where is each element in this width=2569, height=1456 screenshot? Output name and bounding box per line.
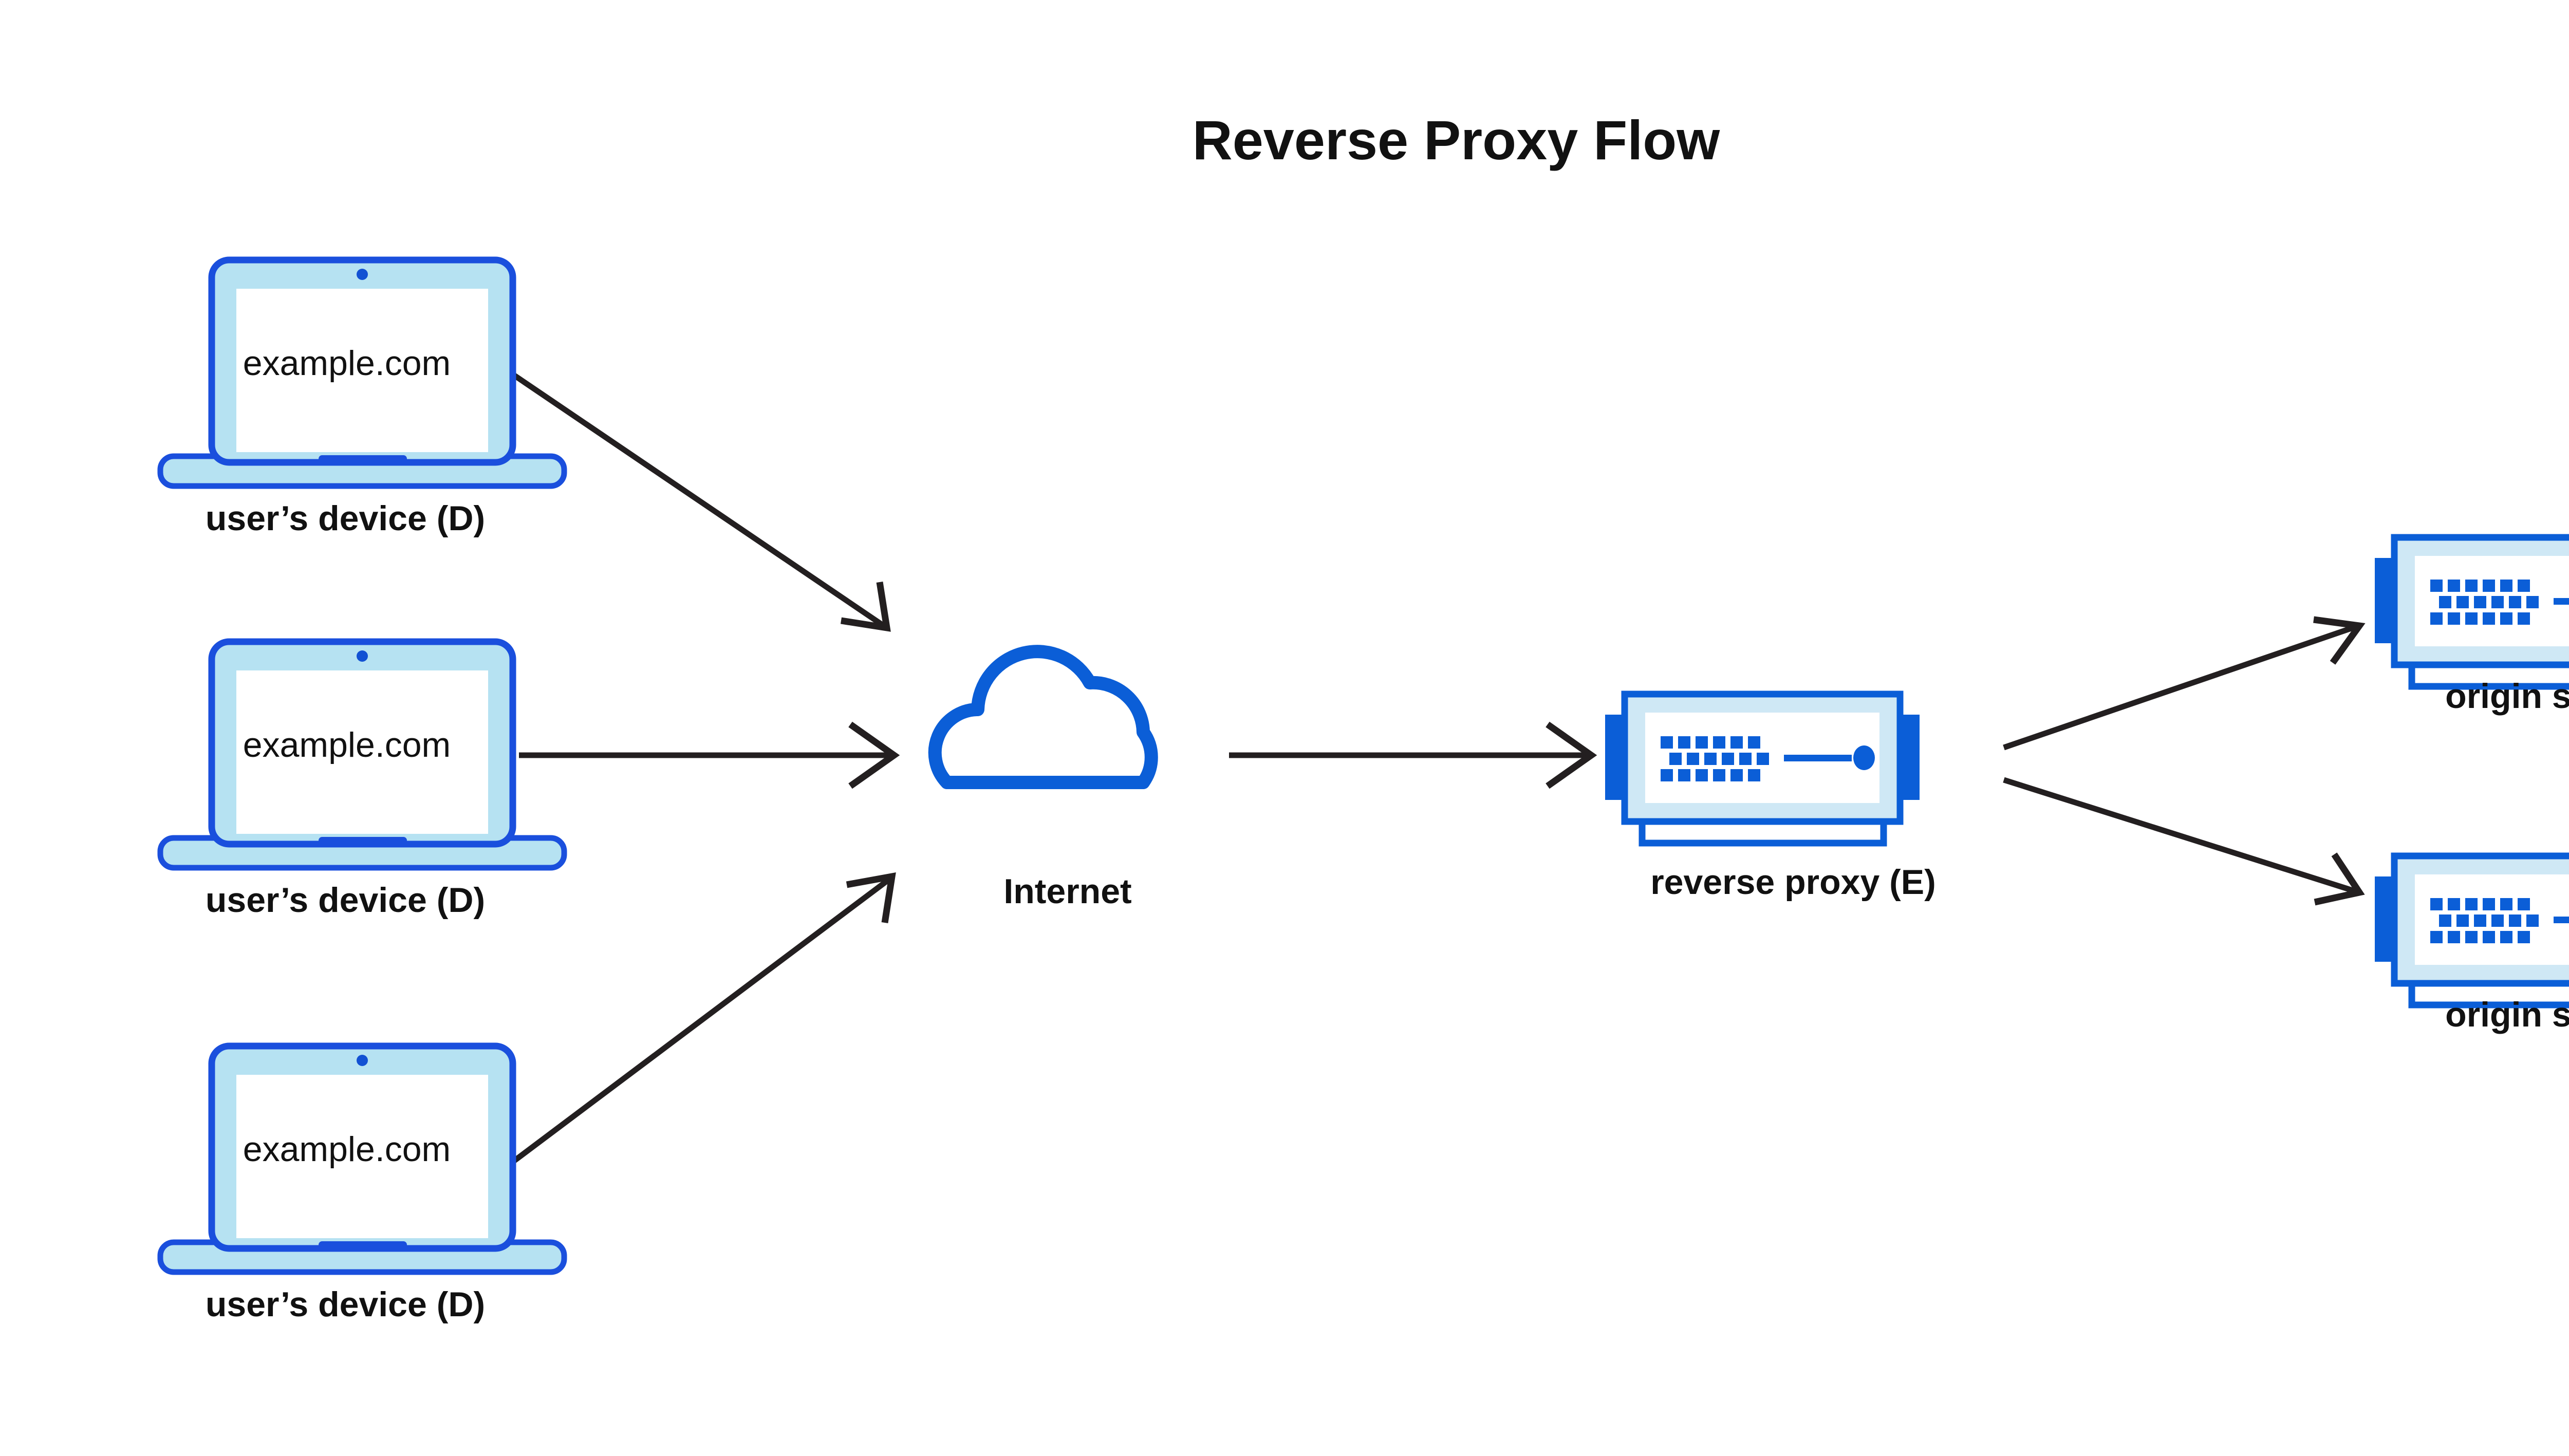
server-icon xyxy=(2375,856,2569,1005)
device-screen-text: example.com xyxy=(243,725,451,764)
reverse-proxy-label: reverse proxy (E) xyxy=(1650,863,1936,902)
edge-proxy-origin2 xyxy=(2003,777,2365,906)
node-reverse-proxy[interactable]: reverse proxy (E) xyxy=(1605,694,1936,902)
node-internet[interactable]: Internet xyxy=(935,651,1151,911)
internet-label: Internet xyxy=(1003,872,1131,911)
cloud-icon xyxy=(935,651,1151,782)
origin-server-label: origin server (F) xyxy=(2445,677,2569,716)
node-origin-server-2[interactable]: origin server (F) xyxy=(2375,856,2569,1034)
device-label: user’s device (D) xyxy=(206,1285,485,1324)
device-label: user’s device (D) xyxy=(206,881,485,920)
device-screen-text: example.com xyxy=(243,1130,451,1169)
server-icon xyxy=(2375,537,2569,686)
node-user-device-1[interactable]: example.com user’s device (D) xyxy=(160,260,564,538)
node-origin-server-1[interactable]: origin server (F) xyxy=(2375,537,2569,716)
server-icon xyxy=(1605,694,1920,843)
device-label: user’s device (D) xyxy=(206,499,485,538)
edge-internet-proxy xyxy=(1229,721,1597,789)
edge-device3-internet xyxy=(512,872,896,1164)
edge-device1-internet xyxy=(512,372,891,632)
page-title: Reverse Proxy Flow xyxy=(1193,109,1720,171)
edge-proxy-origin1 xyxy=(2003,616,2366,751)
node-user-device-2[interactable]: example.com user’s device (D) xyxy=(160,642,564,920)
device-screen-text: example.com xyxy=(243,344,451,383)
node-user-device-3[interactable]: example.com user’s device (D) xyxy=(160,1046,564,1324)
origin-server-label: origin server (F) xyxy=(2445,995,2569,1034)
edge-device2-internet xyxy=(519,721,900,789)
